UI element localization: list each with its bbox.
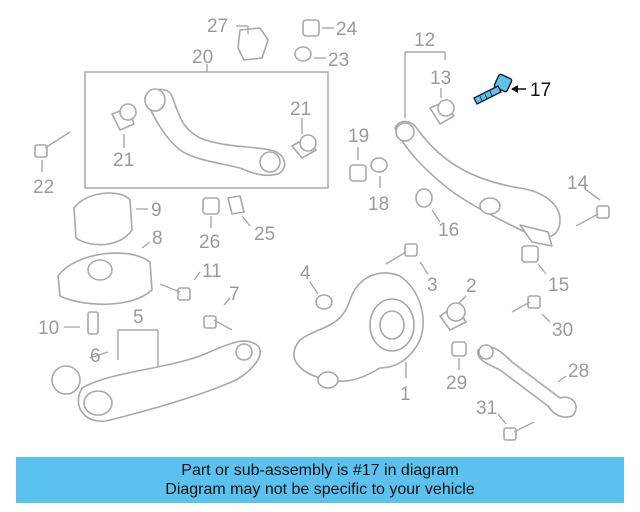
callout-27: 27 bbox=[207, 16, 228, 37]
callout-30: 30 bbox=[552, 320, 573, 341]
callout-17[interactable]: 17 bbox=[530, 80, 551, 101]
callout-15: 15 bbox=[548, 275, 569, 296]
part-26-nut bbox=[202, 197, 220, 228]
part-2-bushing bbox=[439, 295, 467, 331]
callout-5: 5 bbox=[133, 307, 144, 328]
part-14-bolt bbox=[575, 188, 610, 227]
part-21-bushing-left bbox=[111, 103, 137, 148]
caption-banner: Part or sub-assembly is #17 in diagram D… bbox=[16, 457, 624, 503]
callout-24: 24 bbox=[336, 19, 358, 40]
part-31-bolt bbox=[497, 413, 535, 441]
callout-7: 7 bbox=[229, 284, 240, 305]
callout-18: 18 bbox=[368, 194, 389, 215]
callout-28: 28 bbox=[568, 361, 589, 382]
callout-22: 22 bbox=[33, 177, 54, 198]
callout-6: 6 bbox=[90, 346, 101, 367]
part-13-bushing bbox=[429, 88, 455, 125]
callout-23: 23 bbox=[328, 50, 349, 71]
caption-line-2: Diagram may not be specific to your vehi… bbox=[165, 481, 475, 498]
callout-3: 3 bbox=[427, 275, 438, 296]
part-10-bolt bbox=[64, 311, 99, 335]
part-24-nut bbox=[302, 19, 334, 37]
part-20-upper-arm bbox=[144, 88, 286, 177]
parts-diagram: 27 24 23 20 12 13 17 21 21 19 22 14 18 9… bbox=[33, 16, 610, 441]
callout-21-left: 21 bbox=[113, 150, 134, 171]
callout-14: 14 bbox=[567, 173, 589, 194]
part-29-nut bbox=[451, 341, 467, 370]
part-16-cam bbox=[415, 188, 441, 223]
part-11-bolt bbox=[159, 271, 201, 301]
part-5-trailing-arm bbox=[77, 329, 261, 423]
part-9-mount-cover bbox=[73, 192, 148, 246]
callout-31: 31 bbox=[476, 398, 497, 419]
part-8-mount bbox=[57, 241, 153, 306]
callout-29: 29 bbox=[446, 373, 467, 394]
part-23-washer bbox=[294, 46, 326, 62]
part-17-bolt-highlighted[interactable] bbox=[473, 73, 526, 105]
part-21-bushing-right bbox=[291, 118, 317, 159]
callout-11: 11 bbox=[202, 261, 222, 282]
callout-16: 16 bbox=[438, 220, 459, 241]
part-12-lower-arm bbox=[394, 51, 561, 247]
part-27-bracket bbox=[236, 25, 269, 61]
callout-12: 12 bbox=[414, 30, 435, 51]
part-3-bolt bbox=[385, 243, 429, 275]
part-30-bolt bbox=[511, 295, 551, 323]
part-15-nut bbox=[521, 245, 547, 275]
callout-1: 1 bbox=[400, 384, 411, 405]
callout-13: 13 bbox=[430, 68, 451, 89]
part-22-bolt bbox=[34, 131, 71, 172]
callout-4: 4 bbox=[300, 263, 311, 284]
callout-8: 8 bbox=[152, 228, 163, 249]
callout-10: 10 bbox=[38, 318, 59, 339]
part-4-washer bbox=[309, 281, 333, 310]
callout-19: 19 bbox=[348, 126, 369, 147]
part-19-nut bbox=[349, 147, 367, 182]
caption-line-1: Part or sub-assembly is #17 in diagram bbox=[181, 462, 459, 479]
part-7-bolt bbox=[203, 297, 233, 331]
part-25-clip bbox=[227, 195, 251, 227]
callout-9: 9 bbox=[151, 200, 162, 221]
part-6-bushing bbox=[51, 351, 109, 395]
callout-21-right: 21 bbox=[290, 99, 311, 120]
part-28-lateral-link bbox=[477, 344, 577, 418]
part-18-washer bbox=[370, 157, 388, 188]
callout-2: 2 bbox=[466, 276, 477, 297]
callout-25: 25 bbox=[254, 224, 275, 245]
callout-26: 26 bbox=[199, 232, 220, 253]
callout-20: 20 bbox=[192, 47, 213, 68]
part-1-knuckle bbox=[293, 272, 424, 389]
